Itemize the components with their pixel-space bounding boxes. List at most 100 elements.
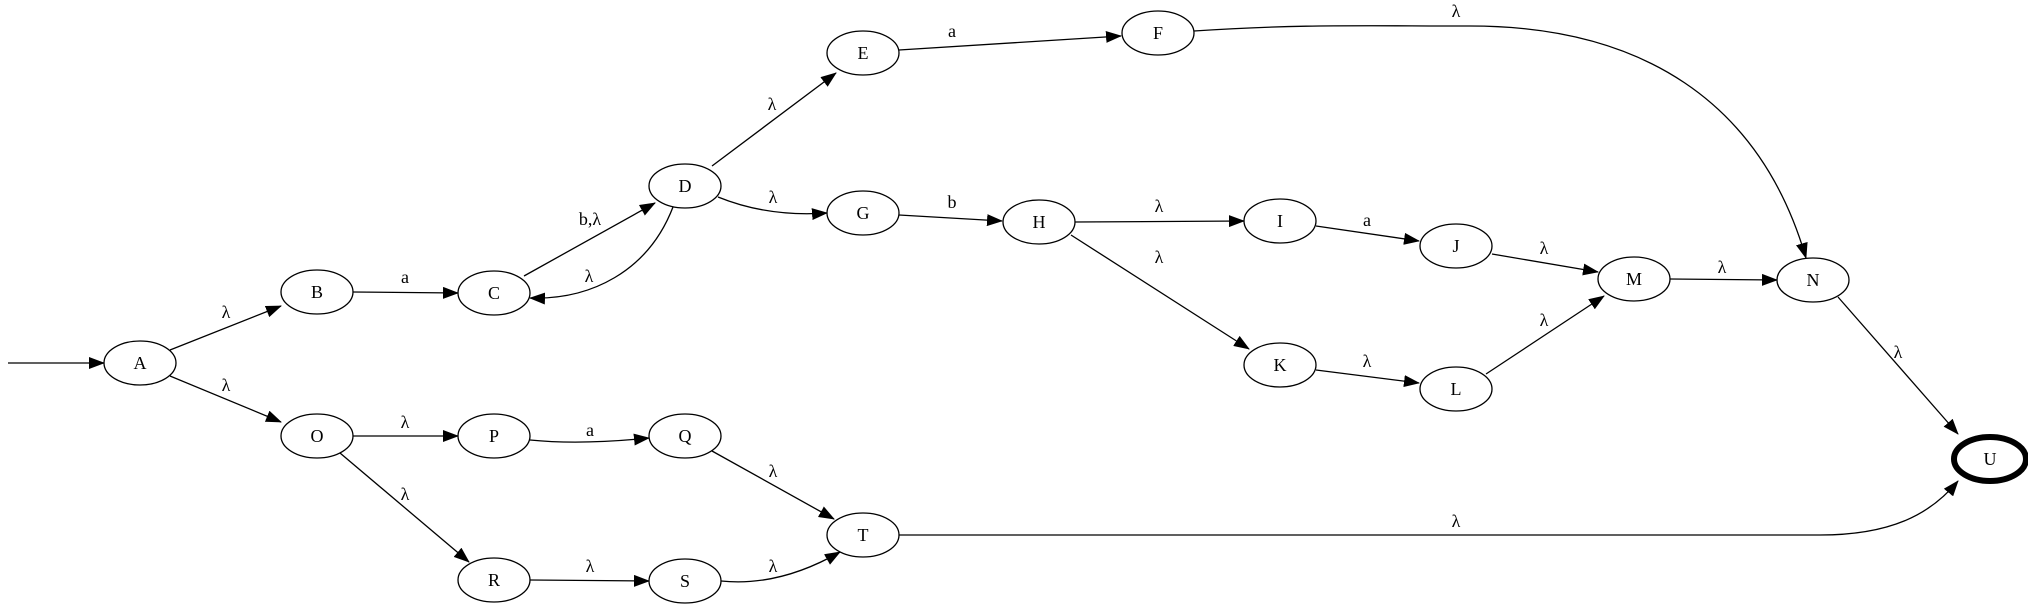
edge-label: a [586,420,594,440]
state-label: S [680,571,690,591]
edge-label: λ [1155,247,1164,267]
state-ellipse [1951,434,2028,484]
edge-label: b [948,192,957,212]
state-e: E [826,30,900,76]
edge-line [1669,273,1778,286]
state-label: B [311,282,323,302]
state-ellipse [648,413,722,459]
state-label: H [1033,212,1046,232]
state-ellipse [1419,223,1493,269]
state-j: J [1419,223,1493,269]
state-p: P [457,413,531,459]
edge-d-g: λ [717,187,828,221]
state-m: M [1597,256,1671,302]
state-l: L [1419,366,1493,412]
edge-label: a [401,267,409,287]
edge-line [523,202,656,277]
state-ellipse [1121,10,1195,56]
edge-n-u: λ [1837,296,1959,435]
state-label: P [489,426,499,446]
edge-line [529,206,674,305]
edge-line [339,452,470,563]
state-ellipse [280,269,354,315]
edge-q-t: λ [711,450,835,520]
state-ellipse [648,163,722,209]
state-label: D [679,176,692,196]
edge-label: λ [1718,257,1727,277]
edge-i-j: a [1315,210,1420,245]
state-label: Q [679,426,692,446]
edge-f-n: λ [1193,1,1808,259]
edge-label: λ [401,412,410,432]
edge-line [1837,296,1959,435]
state-k: K [1243,342,1317,388]
edge-label: λ [1452,1,1461,21]
state-s: S [648,558,722,604]
state-g: G [826,190,900,236]
edge-line [711,450,835,520]
state-n: N [1776,257,1850,303]
edge-a-b: λ [169,302,282,351]
state-ellipse [1776,257,1850,303]
edge-line [1315,225,1420,245]
state-label: K [1274,355,1287,375]
edge-label: λ [769,556,778,576]
edge-label: λ [401,484,410,504]
edge-label: λ [1540,310,1549,330]
edge-label: a [948,21,956,41]
edge-c-d: b,λ [523,202,656,277]
state-label: T [858,525,869,545]
state-label: I [1277,211,1283,231]
edge-label: λ [769,187,778,207]
edge-line [1485,295,1605,375]
edge-p-q: a [529,420,650,446]
edge-line [169,375,282,423]
state-label: E [858,43,869,63]
edge-g-h: b [898,192,1003,227]
state-label: J [1452,236,1459,256]
edge-label: λ [585,266,594,286]
state-label: M [1626,269,1642,289]
state-label: G [857,203,870,223]
edge-a-o: λ [169,375,282,423]
state-label: R [488,570,500,590]
edge-r-s: λ [529,556,650,587]
state-ellipse [826,30,900,76]
state-r: R [457,557,531,603]
state-c: C [457,270,531,316]
edge-e-f: a [898,21,1122,51]
state-ellipse [103,340,177,386]
state-ellipse [1243,342,1317,388]
edge-label: λ [1452,511,1461,531]
edge-s-t: λ [720,551,841,583]
edge-label: λ [769,461,778,481]
state-d: D [648,163,722,209]
edge-l-m: λ [1485,295,1605,375]
edge-line [1070,234,1250,350]
state-label: L [1451,379,1462,399]
edge-k-l: λ [1315,351,1420,388]
edge-label: a [1363,210,1371,230]
state-label: F [1153,23,1163,43]
edge-b-c: a [352,267,459,299]
edge-label: λ [222,375,231,395]
edge-line [711,72,837,167]
state-label: U [1984,449,1997,469]
state-ellipse [280,413,354,459]
edge-line [717,196,828,221]
state-ellipse [457,413,531,459]
edge-label: λ [768,94,777,114]
state-label: A [134,353,147,373]
edge-d-e: λ [711,72,837,167]
nodes-layer: A B C D E F G H I J K L M N O P Q R S T U [103,10,2028,604]
state-t: T [826,512,900,558]
state-u-accepting: U [1951,434,2028,484]
edge-line [898,214,1003,227]
state-label: O [311,426,324,446]
edge-line [529,433,650,446]
state-label: C [488,283,500,303]
edge-h-k: λ [1070,234,1250,350]
edge-t-u: λ [899,480,1959,536]
state-ellipse [457,270,531,316]
